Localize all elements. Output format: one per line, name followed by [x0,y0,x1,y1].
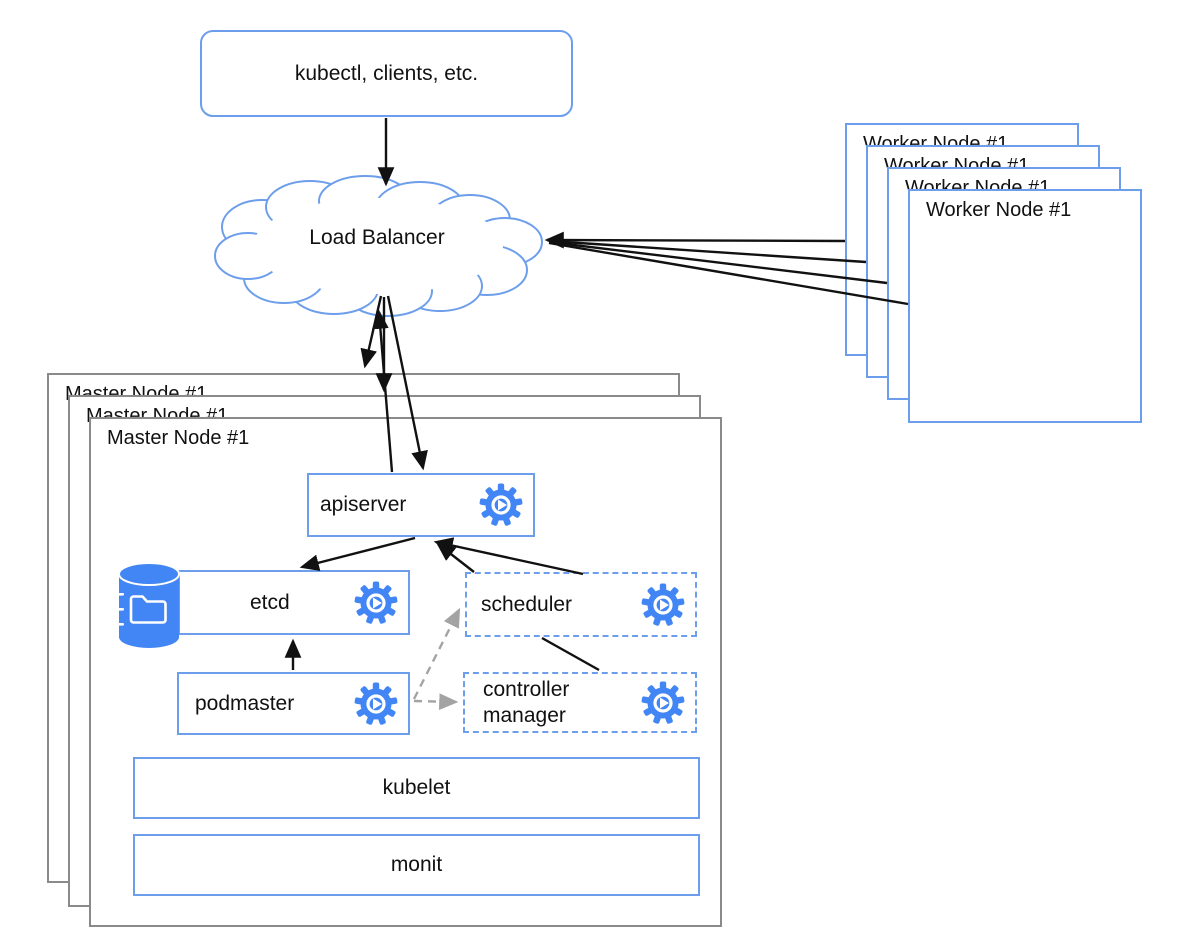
arrow-worker2-to-lb [548,239,867,264]
arrow-worker3-to-lb [548,240,888,285]
controller-manager-box: controller manager [463,672,697,733]
clients-label: kubectl, clients, etc. [294,61,479,85]
load-balancer-label: Load Balancer [309,226,445,249]
arrow-worker1-to-lb [544,231,846,249]
master-node-label: Master Node #1 [107,427,250,449]
gear-icon [639,679,687,726]
monit-box: monit [133,834,700,896]
scheduler-box: scheduler [465,572,697,637]
worker-node-box-1: Worker Node #1 [908,189,1142,423]
gear-icon [352,680,400,727]
gear-icon [639,581,687,628]
etcd-box: etcd [178,570,410,635]
scheduler-label: scheduler [481,592,573,616]
clients-box: kubectl, clients, etc. [200,30,573,117]
arrow-lb-to-master3 [360,295,383,369]
etcd-label: etcd [250,590,290,614]
kubelet-box: kubelet [133,757,700,819]
kubelet-label: kubelet [382,776,451,799]
monit-label: monit [390,853,443,876]
apiserver-box: apiserver [307,473,535,537]
gear-icon [352,579,400,626]
podmaster-label: podmaster [195,691,295,715]
gear-icon [477,481,525,528]
controller-manager-label: controller manager [483,677,570,727]
worker-node-label: Worker Node #1 [926,199,1072,221]
apiserver-label: apiserver [320,493,407,516]
podmaster-box: podmaster [177,672,410,735]
